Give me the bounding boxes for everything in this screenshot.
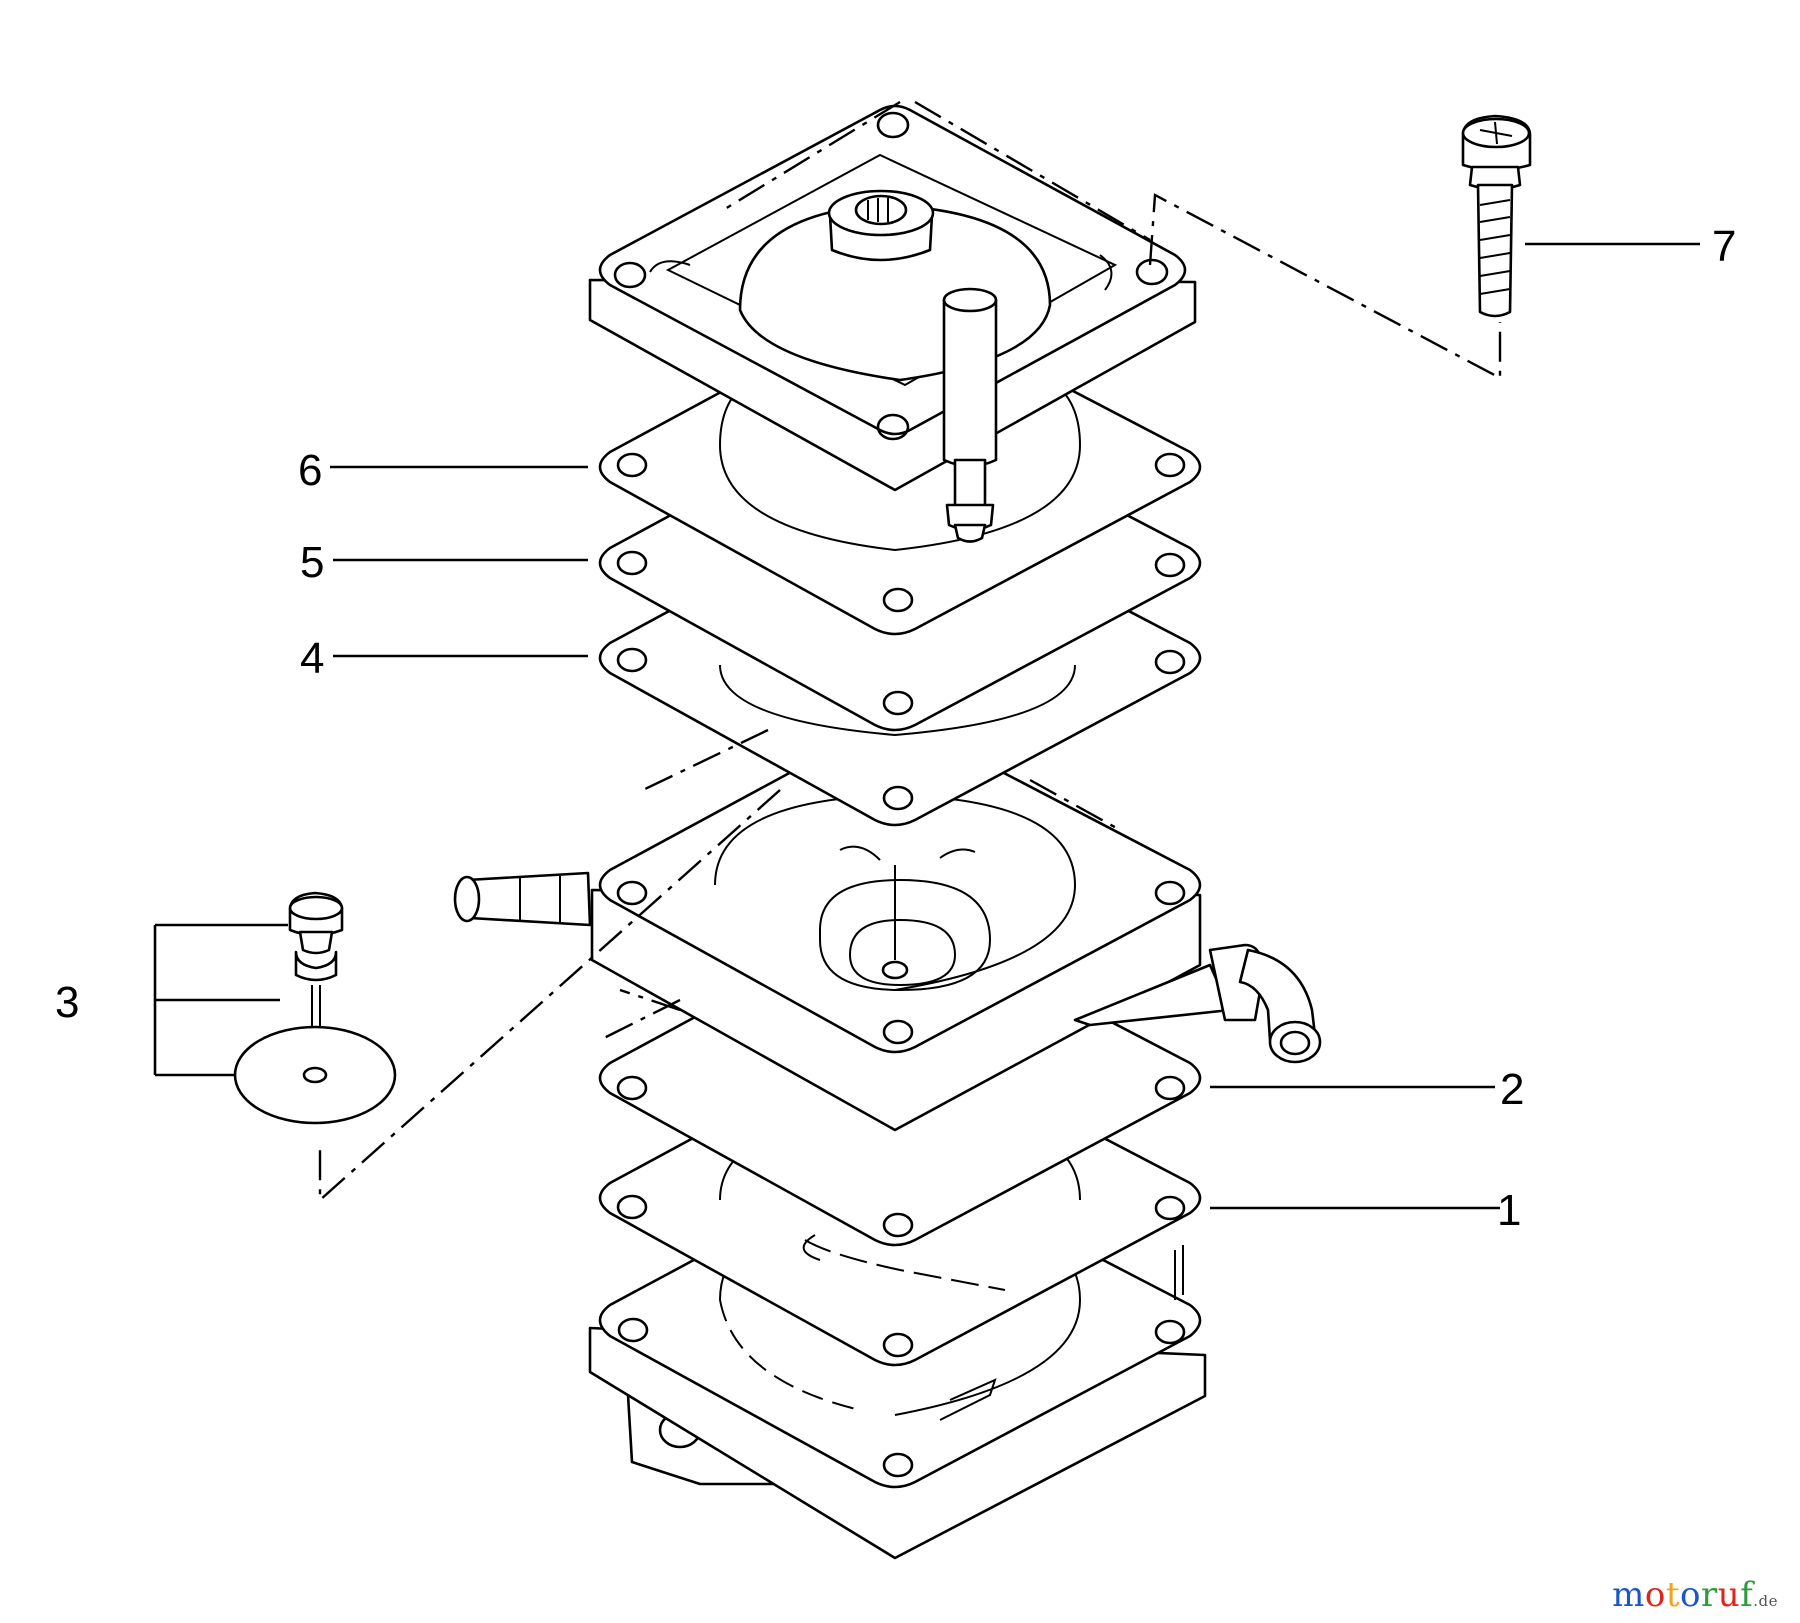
watermark-letter: t xyxy=(1665,1575,1680,1615)
watermark-letter: f xyxy=(1740,1575,1754,1615)
pump-body xyxy=(318,719,1322,1203)
watermark-letter: m xyxy=(1612,1575,1645,1615)
watermark-letter: o xyxy=(1644,1575,1666,1615)
callout-3: 3 xyxy=(55,978,79,1027)
callout-4: 4 xyxy=(300,634,324,683)
callout-2: 2 xyxy=(1500,1065,1524,1114)
watermark-letter: r xyxy=(1700,1575,1718,1615)
alignment-lines xyxy=(599,728,1121,1042)
callout-1: 1 xyxy=(1497,1186,1521,1235)
callout-5: 5 xyxy=(300,538,324,587)
top-cover xyxy=(588,104,1197,543)
part-3-valve xyxy=(233,891,397,1125)
callout-6: 6 xyxy=(298,446,322,495)
callout-7: 7 xyxy=(1712,222,1736,271)
watermark-letter: o xyxy=(1680,1575,1701,1615)
callout-labels: 1 2 3 4 5 6 7 xyxy=(55,222,1736,1235)
watermark-suffix: .de xyxy=(1753,1592,1778,1610)
leader-lines xyxy=(153,242,1700,1210)
screw-7 xyxy=(719,100,1532,380)
watermark-letter: u xyxy=(1717,1575,1741,1615)
watermark-logo: motoruf.de xyxy=(1612,1575,1778,1615)
